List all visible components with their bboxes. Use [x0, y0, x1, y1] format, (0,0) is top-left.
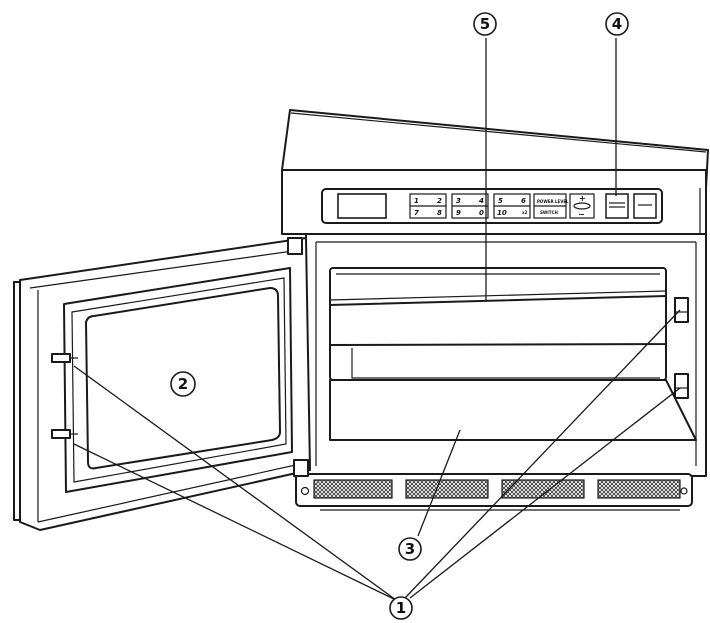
- x2-key-label: x2: [522, 210, 528, 215]
- key-5[interactable]: 5: [498, 197, 503, 205]
- key-7[interactable]: 7: [414, 209, 419, 217]
- oven-door: [13, 237, 311, 531]
- key-4[interactable]: 4: [479, 197, 484, 205]
- switch-key-label: SWITCH: [540, 210, 558, 215]
- callout-3: 3: [398, 537, 422, 561]
- door-latch-lower: [51, 429, 78, 439]
- key-8[interactable]: 8: [437, 209, 442, 217]
- leader-lines: [73, 38, 681, 601]
- key-2[interactable]: 2: [437, 197, 442, 205]
- control-panel: 1 2 3 4 5 6 7 8 9 0 10 POWER LEVEL SWITC…: [321, 188, 663, 224]
- bottom-air-filter: [295, 473, 693, 511]
- door-latch-upper: [51, 353, 78, 363]
- key-3[interactable]: 3: [456, 197, 461, 205]
- display-window: [337, 193, 387, 219]
- minus-key-label: −: [578, 210, 585, 219]
- svg-text:3: 3: [405, 540, 415, 558]
- stop-button[interactable]: [633, 193, 657, 219]
- callout-2: 2: [170, 371, 196, 397]
- key-0[interactable]: 0: [479, 209, 484, 217]
- callout-4: 4: [605, 12, 629, 36]
- shelf-slot-lower: [674, 373, 689, 399]
- number-keypad[interactable]: 1 2 3 4 5 6 7 8 9 0 10: [409, 193, 531, 219]
- key-9[interactable]: 9: [456, 209, 461, 217]
- callout-1: 1: [389, 596, 413, 620]
- svg-text:4: 4: [612, 15, 622, 33]
- shelf-slot-upper: [674, 297, 689, 323]
- key-1[interactable]: 1: [414, 197, 419, 205]
- power-level-key-label: POWER LEVEL: [537, 199, 569, 204]
- vent-grille-1: [313, 479, 393, 499]
- callout-5: 5: [473, 12, 497, 36]
- key-10[interactable]: 10: [497, 209, 507, 217]
- svg-text:1: 1: [396, 599, 406, 617]
- vent-grille-2: [405, 479, 489, 499]
- oven-cavity: [329, 267, 697, 441]
- shelf-rack: [329, 295, 667, 346]
- oven-body: [281, 109, 709, 477]
- power-level-switch-keys[interactable]: POWER LEVEL SWITCH x2: [522, 193, 569, 219]
- vent-grille-4: [597, 479, 681, 499]
- plus-minus-keys[interactable]: + −: [569, 193, 595, 219]
- start-button[interactable]: [605, 193, 629, 219]
- svg-text:5: 5: [480, 15, 490, 33]
- door-window-glass: [85, 287, 281, 470]
- key-6[interactable]: 6: [521, 197, 526, 205]
- svg-text:2: 2: [178, 375, 188, 393]
- plus-key-label: +: [579, 194, 586, 203]
- vent-grille-3: [501, 479, 585, 499]
